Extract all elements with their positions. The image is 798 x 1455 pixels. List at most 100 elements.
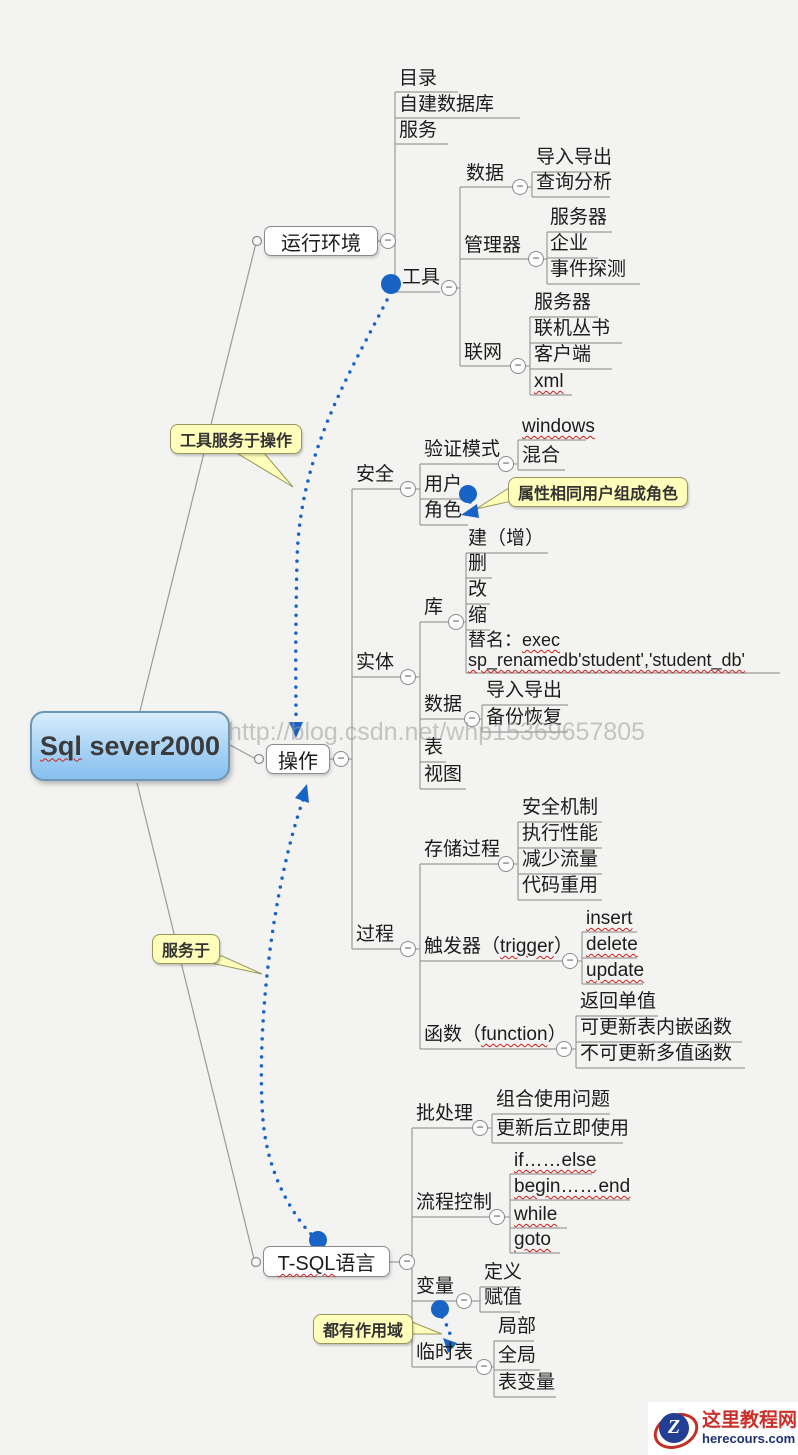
topic-database[interactable]: 库 — [424, 597, 444, 618]
topic-backup-restore[interactable]: 备份恢复 — [486, 707, 563, 728]
topic-drop[interactable]: 删 — [468, 553, 488, 574]
topic-create[interactable]: 建（增） — [468, 528, 545, 549]
collapse-icon-variable[interactable]: − — [456, 1293, 472, 1309]
topic-delete-op[interactable]: delete — [586, 934, 638, 955]
topic-client[interactable]: 客户端 — [534, 344, 592, 365]
topic-trigger[interactable]: 触发器（trigger） — [424, 936, 573, 957]
collapse-icon-security[interactable]: − — [400, 481, 416, 497]
topic-temp-table[interactable]: 临时表 — [416, 1342, 474, 1363]
topic-event-probe[interactable]: 事件探测 — [550, 259, 627, 280]
link-circles — [250, 235, 265, 1268]
site-logo[interactable]: Z 这里教程网 herecours.com — [648, 1402, 798, 1455]
topic-service[interactable]: 服务 — [399, 120, 438, 141]
collapse-icon-procedure[interactable]: − — [400, 941, 416, 957]
topic-begin-end[interactable]: begin……end — [514, 1176, 631, 1197]
topic-global[interactable]: 全局 — [498, 1345, 537, 1366]
topic-network[interactable]: 联网 — [464, 342, 503, 363]
topic-directory[interactable]: 目录 — [399, 68, 438, 89]
collapse-icon-tools[interactable]: − — [441, 280, 457, 296]
topic-shrink[interactable]: 缩 — [468, 605, 488, 626]
topic-user[interactable]: 用户 — [424, 474, 463, 495]
topic-variable[interactable]: 变量 — [416, 1276, 455, 1297]
callout-role-note[interactable]: 属性相同用户组成角色 — [508, 477, 689, 507]
topic-security[interactable]: 安全 — [356, 464, 395, 485]
collapse-icon-function[interactable]: − — [556, 1041, 572, 1057]
callout-tools-serve-operation[interactable]: 工具服务于操作 — [170, 424, 303, 454]
topic-goto[interactable]: goto — [514, 1229, 551, 1250]
root-topic-sql-server-2000[interactable]: Sql sever2000 — [30, 711, 230, 781]
collapse-icon-batch[interactable]: − — [472, 1120, 488, 1136]
topic-assign[interactable]: 赋值 — [484, 1287, 523, 1308]
topic-non-updatable-multi[interactable]: 不可更新多值函数 — [580, 1043, 733, 1064]
topic-use-after-update[interactable]: 更新后立即使用 — [496, 1118, 630, 1139]
topic-enterprise[interactable]: 企业 — [550, 233, 589, 254]
callout-scope-note[interactable]: 都有作用域 — [313, 1314, 414, 1344]
topic-flow-control[interactable]: 流程控制 — [416, 1192, 493, 1213]
topic-batch[interactable]: 批处理 — [416, 1103, 474, 1124]
topic-insert[interactable]: insert — [586, 908, 633, 929]
topic-while[interactable]: while — [514, 1204, 558, 1225]
topic-execution-performance[interactable]: 执行性能 — [522, 823, 599, 844]
relationship-variable-to-temptable — [440, 1315, 453, 1340]
topic-stored-procedure[interactable]: 存储过程 — [424, 839, 501, 860]
branch-topic-tsql-language[interactable]: T-SQL语言 — [263, 1246, 390, 1277]
topic-windows[interactable]: windows — [522, 416, 595, 437]
callout-serve[interactable]: 服务于 — [152, 934, 221, 964]
topic-server[interactable]: 服务器 — [550, 207, 608, 228]
topic-security-mechanism[interactable]: 安全机制 — [522, 797, 599, 818]
topic-data[interactable]: 数据 — [466, 163, 505, 184]
topic-tools[interactable]: 工具 — [402, 267, 441, 288]
topic-return-single[interactable]: 返回单值 — [580, 991, 657, 1012]
logo-letter: Z — [659, 1412, 689, 1443]
topic-server-2[interactable]: 服务器 — [534, 292, 592, 313]
topic-view[interactable]: 视图 — [424, 764, 463, 785]
topic-if-else[interactable]: if……else — [514, 1150, 597, 1171]
collapse-icon-runtime-environment[interactable]: − — [380, 233, 396, 249]
topic-auth-mode[interactable]: 验证模式 — [424, 439, 501, 460]
topic-manager[interactable]: 管理器 — [464, 235, 522, 256]
topic-combined-use[interactable]: 组合使用问题 — [496, 1089, 611, 1110]
root-connectors — [136, 242, 257, 1260]
topic-alter[interactable]: 改 — [468, 579, 488, 600]
branch-topic-runtime-environment[interactable]: 运行环境 — [264, 226, 378, 256]
collapse-icon-entity[interactable]: − — [400, 669, 416, 685]
topic-books-online[interactable]: 联机丛书 — [534, 318, 611, 339]
branch-lines — [330, 91, 780, 1398]
topic-own-database[interactable]: 自建数据库 — [399, 94, 495, 115]
collapse-icon-operation[interactable]: − — [333, 751, 349, 767]
topic-data-2[interactable]: 数据 — [424, 694, 463, 715]
collapse-icon-data[interactable]: − — [512, 179, 528, 195]
collapse-icon-trigger[interactable]: − — [562, 953, 578, 969]
topic-mixed[interactable]: 混合 — [522, 445, 561, 466]
topic-updatable-inline[interactable]: 可更新表内嵌函数 — [580, 1017, 733, 1038]
collapse-icon-flow-control[interactable]: − — [489, 1209, 505, 1225]
topic-role[interactable]: 角色 — [424, 500, 463, 521]
topic-import-export[interactable]: 导入导出 — [536, 147, 613, 168]
topic-table-variable[interactable]: 表变量 — [498, 1372, 556, 1393]
collapse-icon-auth-mode[interactable]: − — [498, 456, 514, 472]
topic-define[interactable]: 定义 — [484, 1262, 523, 1283]
topic-xml[interactable]: xml — [534, 371, 564, 392]
collapse-icon-data-2[interactable]: − — [464, 711, 480, 727]
branch-topic-operation[interactable]: 操作 — [266, 744, 330, 774]
collapse-icon-manager[interactable]: − — [528, 251, 544, 267]
relationship-tools-to-operation — [294, 290, 393, 722]
topic-procedure[interactable]: 过程 — [356, 924, 395, 945]
collapse-icon-temp-table[interactable]: − — [476, 1359, 492, 1375]
collapse-icon-database[interactable]: − — [448, 614, 464, 630]
topic-local[interactable]: 局部 — [498, 1316, 537, 1337]
topic-import-export-2[interactable]: 导入导出 — [486, 680, 563, 701]
topic-table[interactable]: 表 — [424, 737, 444, 758]
topic-query-analyzer[interactable]: 查询分析 — [536, 172, 613, 193]
collapse-icon-network[interactable]: − — [510, 358, 526, 374]
topic-entity[interactable]: 实体 — [356, 652, 395, 673]
collapse-icon-tsql[interactable]: − — [399, 1254, 415, 1270]
site-name: 这里教程网 — [702, 1409, 798, 1431]
topic-update-op[interactable]: update — [586, 960, 645, 981]
topic-reduce-traffic[interactable]: 减少流量 — [522, 849, 599, 870]
collapse-icon-stored-procedure[interactable]: − — [498, 856, 514, 872]
relationship-curves — [259, 290, 475, 1340]
topic-code-reuse[interactable]: 代码重用 — [522, 875, 599, 896]
topic-function[interactable]: 函数（function） — [424, 1024, 567, 1045]
